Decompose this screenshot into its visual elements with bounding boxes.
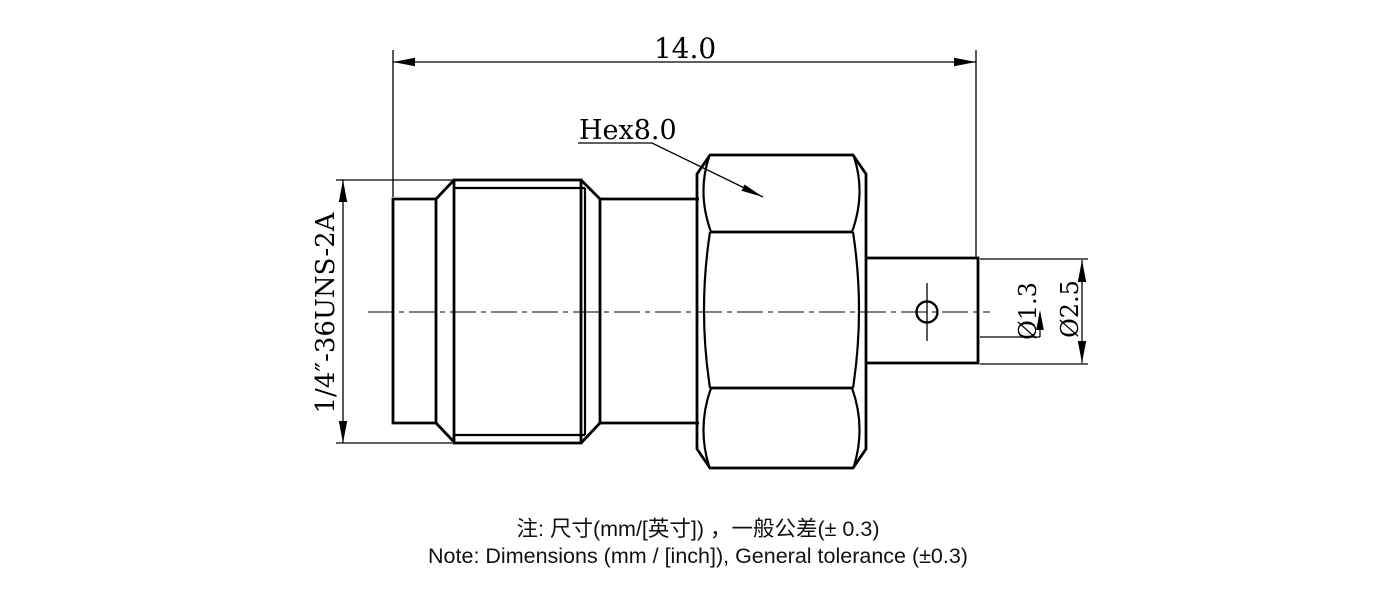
arrowhead-up [1036,310,1044,330]
rear-stub-outline [865,256,980,365]
arrowhead-bottom [1077,341,1087,363]
mid-cylinder-outline [598,197,699,425]
pin-diameter-text: Ø1.3 [1014,282,1042,340]
arrowhead-right [954,57,976,67]
center-lines [368,283,990,341]
note-line-en: Note: Dimensions (mm / [inch]), General … [428,544,968,568]
connector-outline [391,153,980,470]
leader-arrowhead [741,184,763,197]
extension-lines [392,50,977,257]
extension-lines [980,258,1088,365]
thread-spec-text: 1/4″-36UNS-2A [311,211,341,413]
arrowhead-bottom [338,421,348,443]
dimension-body-diameter: Ø2.5 [980,258,1088,365]
thread-crest-outline [452,178,583,445]
hex-size-text: Hex8.0 [579,115,677,146]
dimension-thread-spec: 1/4″-36UNS-2A [311,179,452,444]
extension-lines [336,179,452,444]
arrowhead-left [393,57,415,67]
leader-line [578,142,764,198]
arrowhead-top [1077,260,1087,282]
hex-size-callout: Hex8.0 [578,115,764,198]
notes-block: 注: 尺寸(mm/[英寸]) ，一般公差(± 0.3) Note: Dimens… [428,517,968,568]
front-shoulder-outline [391,197,438,425]
note-line-zh: 注: 尺寸(mm/[英寸]) ，一般公差(± 0.3) [517,517,880,541]
hex-nut-silhouette [695,153,868,470]
dim-overall-length-text: 14.0 [654,32,716,65]
thread-chamfers [434,179,602,444]
hex-chamfer-arcs [702,156,861,467]
dimension-pin-diameter: Ø1.3 [980,282,1044,340]
arrowhead-top [338,180,348,202]
body-diameter-text: Ø2.5 [1056,280,1084,338]
hex-face-lines [710,230,853,390]
dimension-overall-length: 14.0 [392,32,977,257]
